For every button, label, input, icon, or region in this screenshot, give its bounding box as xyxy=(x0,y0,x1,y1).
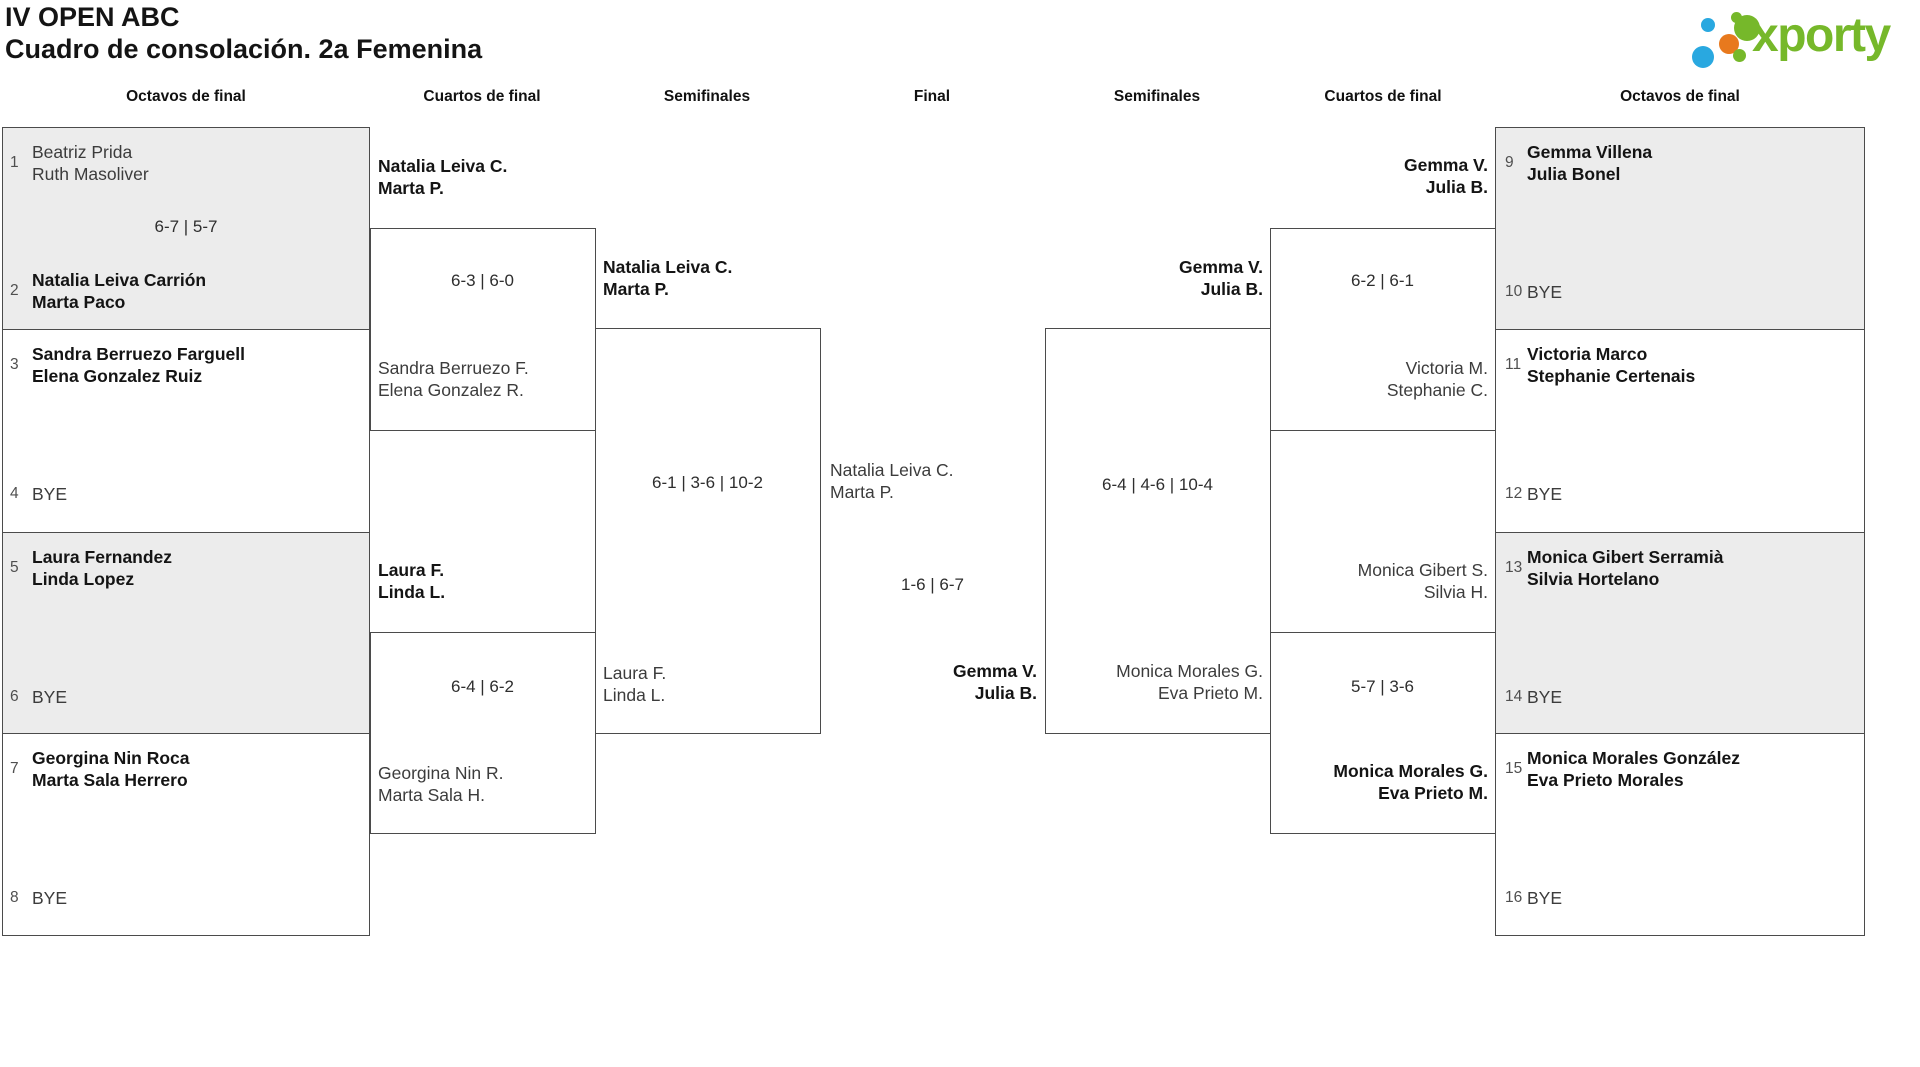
sf-left-team1-label: Natalia Leiva C.Marta P. xyxy=(603,257,733,299)
match-box-sf-right xyxy=(1045,328,1271,734)
team-names: BYE xyxy=(1527,484,1563,504)
logo-dot-green-large xyxy=(1734,15,1760,41)
qf-right-1-team1-label: Gemma V.Julia B. xyxy=(1404,155,1488,197)
match-box-qf-left-1 xyxy=(370,228,596,431)
qf-left-2-team1-label: Laura F.Linda L. xyxy=(378,560,446,602)
round-header-octavos-left: Octavos de final xyxy=(126,88,246,105)
round-header-semis-left: Semifinales xyxy=(663,88,751,105)
team-names: BYE xyxy=(1527,888,1563,908)
seed-number: 9 xyxy=(1505,154,1514,171)
team-entry-seed16-bye: 16 BYE xyxy=(1498,887,1562,909)
xporty-logo[interactable]: xporty xyxy=(1690,5,1915,68)
team-entry-seed14-bye: 14 BYE xyxy=(1498,686,1562,708)
match-box-r16-left-4 xyxy=(2,733,370,936)
match-box-sf-left xyxy=(595,328,821,734)
qf-left-1-team2-label: Sandra Berruezo F.Elena Gonzalez R. xyxy=(378,358,529,400)
sf-left-team2-label: Laura F.Linda L. xyxy=(603,663,667,705)
match-box-r16-right-3 xyxy=(1495,532,1865,734)
seed-number: 8 xyxy=(10,889,19,906)
team-entry-seed10-bye: 10 BYE xyxy=(1498,281,1562,303)
page-title: IV OPEN ABC xyxy=(5,2,180,32)
sf-right-team1-label: Gemma V.Julia B. xyxy=(1179,257,1263,299)
match-score-final: 1-6 | 6-7 xyxy=(900,575,964,594)
seed-number: 14 xyxy=(1505,688,1523,705)
match-score-r16-1: 6-7 | 5-7 xyxy=(154,217,218,236)
final-team2-label: Gemma V.Julia B. xyxy=(953,661,1037,703)
match-score-qf-right-1: 6-2 | 6-1 xyxy=(1350,271,1414,290)
logo-dot-orange xyxy=(1719,34,1739,54)
match-score-sf-left: 6-1 | 3-6 | 10-2 xyxy=(652,473,763,492)
match-box-r16-left-1 xyxy=(2,127,370,330)
logo-dot-blue-large xyxy=(1692,46,1714,68)
round-header-octavos-right: Octavos de final xyxy=(1620,88,1740,105)
match-score-qf-right-2: 5-7 | 3-6 xyxy=(1350,677,1414,696)
team-entry-seed6-bye: 6 BYE xyxy=(3,686,67,708)
match-score-qf-left-2: 6-4 | 6-2 xyxy=(450,677,514,696)
page-subtitle: Cuadro de consolación. 2a Femenina xyxy=(5,34,483,64)
seed-number: 4 xyxy=(10,485,19,502)
team-names: BYE xyxy=(32,687,68,707)
logo-dot-green-bottom xyxy=(1733,49,1746,62)
team-entry-seed4-bye: 4 BYE xyxy=(3,483,67,505)
match-score-qf-left-1: 6-3 | 6-0 xyxy=(450,271,514,290)
seed-number: 7 xyxy=(10,760,19,777)
seed-number: 12 xyxy=(1505,485,1523,502)
qf-right-1-team2-label: Victoria M.Stephanie C. xyxy=(1386,358,1488,400)
round-header-semis-right: Semifinales xyxy=(1113,88,1201,105)
qf-right-2-team2-label: Monica Morales G.Eva Prieto M. xyxy=(1333,761,1488,803)
logo-text: xporty xyxy=(1752,9,1891,62)
match-box-qf-right-2 xyxy=(1270,632,1496,834)
match-box-r16-left-2 xyxy=(2,329,370,533)
qf-left-1-team1-label: Natalia Leiva C.Marta P. xyxy=(378,156,508,198)
seed-number: 15 xyxy=(1505,760,1523,777)
seed-number: 1 xyxy=(10,154,19,171)
final-team1-label: Natalia Leiva C.Marta P. xyxy=(830,460,954,502)
match-box-r16-right-4 xyxy=(1495,733,1865,936)
match-score-sf-right: 6-4 | 4-6 | 10-4 xyxy=(1102,475,1213,494)
seed-number: 3 xyxy=(10,356,19,373)
qf-right-2-team1-label: Monica Gibert S.Silvia H. xyxy=(1357,560,1488,602)
team-names: BYE xyxy=(32,484,68,504)
seed-number: 16 xyxy=(1505,889,1523,906)
round-header-cuartos-right: Cuartos de final xyxy=(1324,88,1442,105)
seed-number: 10 xyxy=(1505,283,1523,300)
match-box-qf-right-1 xyxy=(1270,228,1496,431)
team-names: BYE xyxy=(32,888,68,908)
logo-dot-blue-small xyxy=(1701,18,1715,32)
seed-number: 13 xyxy=(1505,559,1523,576)
seed-number: 11 xyxy=(1505,356,1522,373)
match-box-qf-left-2 xyxy=(370,632,596,834)
team-names: BYE xyxy=(1527,687,1563,707)
logo-dot-green-small xyxy=(1731,12,1742,23)
round-header-final: Final xyxy=(913,88,951,105)
team-names: BYE xyxy=(1527,282,1563,302)
team-entry-seed8-bye: 8 BYE xyxy=(3,887,67,909)
seed-number: 6 xyxy=(10,688,19,705)
round-header-cuartos-left: Cuartos de final xyxy=(423,88,541,105)
team-entry-seed12-bye: 12 BYE xyxy=(1498,483,1562,505)
qf-left-2-team2-label: Georgina Nin R.Marta Sala H. xyxy=(378,763,504,805)
seed-number: 5 xyxy=(10,559,19,576)
seed-number: 2 xyxy=(10,282,19,299)
sf-right-team2-label: Monica Morales G.Eva Prieto M. xyxy=(1116,661,1263,703)
